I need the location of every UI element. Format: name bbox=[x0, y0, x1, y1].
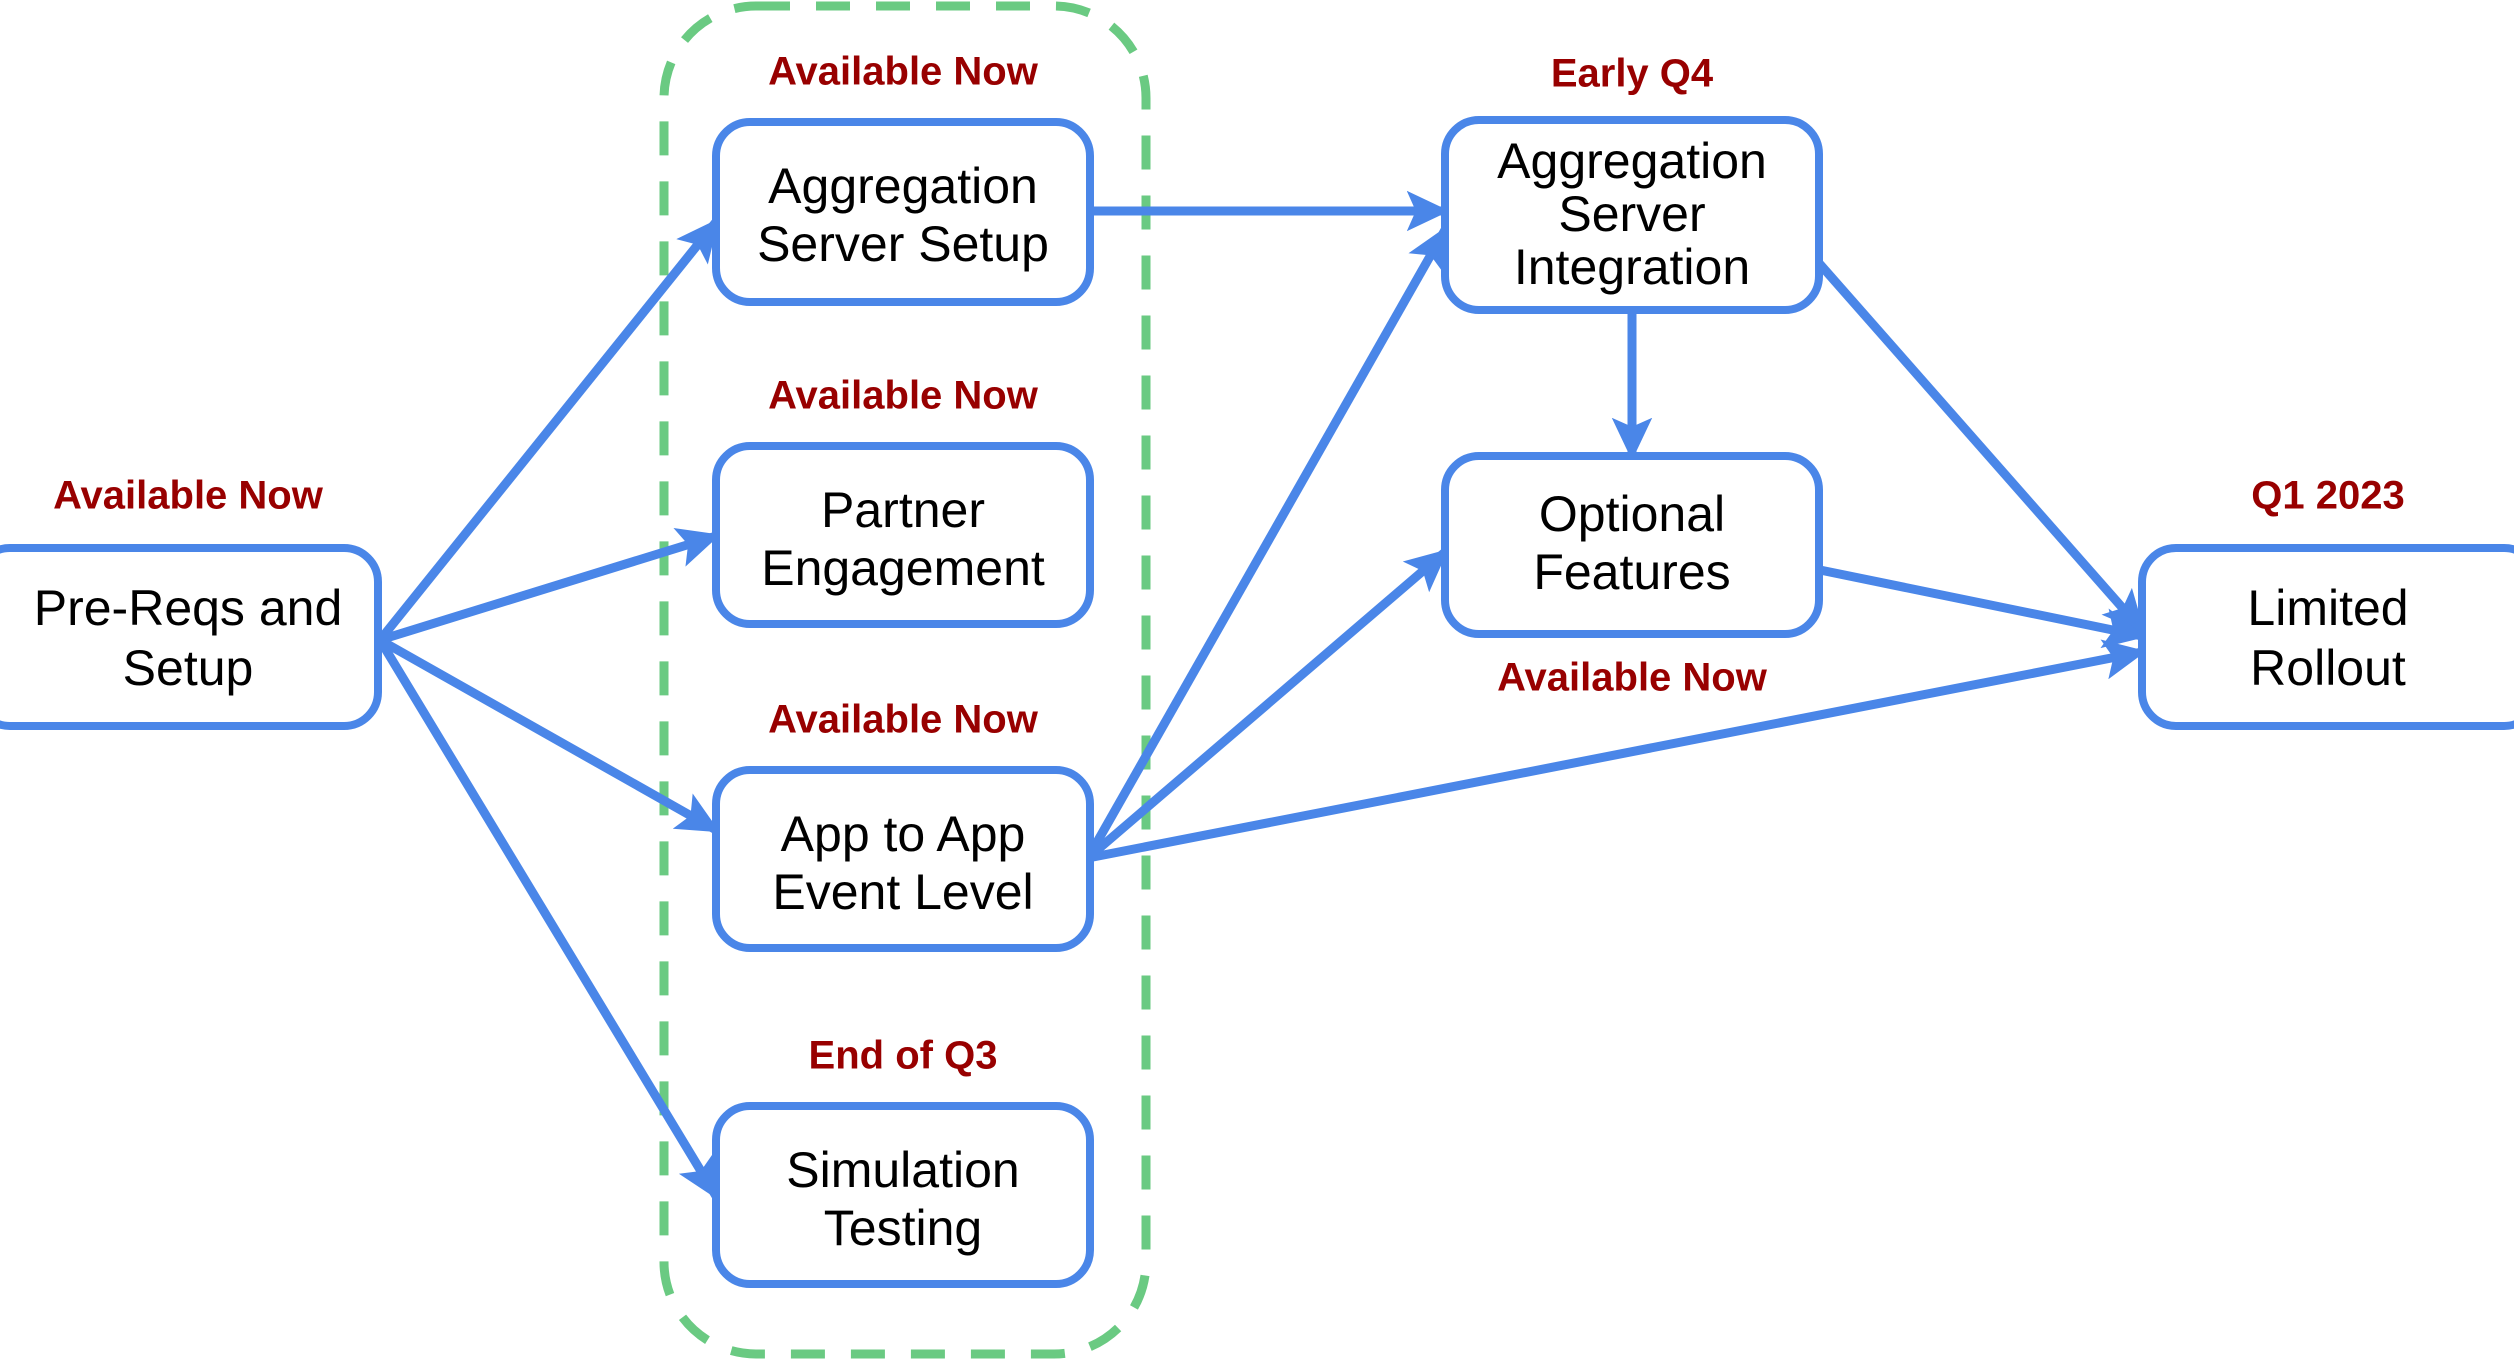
node-box-limited-rollout[interactable] bbox=[2138, 544, 2514, 730]
node-label-optional-features-line1: Optional bbox=[1539, 486, 1725, 542]
status-label-app-to-app-event-level: Available Now bbox=[768, 698, 1039, 742]
node-box-aggregation-server-integration[interactable] bbox=[1441, 116, 1823, 314]
node-optional-features[interactable]: Available Now Optional Features bbox=[1441, 452, 1823, 700]
node-label-app-to-app-event-level-line1: App to App bbox=[781, 806, 1026, 862]
node-label-optional-features-line2: Features bbox=[1533, 544, 1730, 600]
node-pre-reqs[interactable]: Available Now Pre-Reqs and Setup bbox=[0, 474, 382, 730]
node-box-partner-engagement[interactable] bbox=[712, 442, 1094, 628]
node-box-pre-reqs[interactable] bbox=[0, 544, 382, 730]
node-label-aggregation-server-integration-line2: Server bbox=[1558, 186, 1705, 242]
node-label-aggregation-server-integration-line1: Aggregation bbox=[1497, 133, 1767, 189]
edge-pre-reqs-to-aggregation-server-setup bbox=[376, 218, 720, 643]
edge-pre-reqs-to-app-to-app-event-level bbox=[377, 636, 720, 834]
edge-app-to-app-event-level-to-aggregation-server-integration bbox=[1084, 226, 1449, 861]
node-label-app-to-app-event-level-line2: Event Level bbox=[772, 864, 1033, 920]
node-aggregation-server-integration[interactable]: Early Q4 Aggregation Server Integration bbox=[1441, 52, 1823, 314]
node-box-simulation-testing[interactable] bbox=[712, 1102, 1094, 1288]
node-box-aggregation-server-setup[interactable] bbox=[712, 118, 1094, 306]
node-simulation-testing[interactable]: End of Q3 Simulation Testing bbox=[712, 1034, 1094, 1288]
node-label-pre-reqs-line1: Pre-Reqs and bbox=[34, 580, 343, 636]
node-label-aggregation-server-integration-line3: Integration bbox=[1514, 239, 1750, 295]
node-label-partner-engagement-line1: Partner bbox=[821, 482, 985, 538]
node-aggregation-server-setup[interactable]: Available Now Aggregation Server Setup bbox=[712, 50, 1094, 306]
node-label-aggregation-server-setup-line2: Server Setup bbox=[757, 216, 1049, 272]
edge-aggregation-server-integration-to-limited-rollout bbox=[1814, 259, 2146, 634]
status-label-pre-reqs: Available Now bbox=[53, 474, 324, 518]
node-box-optional-features[interactable] bbox=[1441, 452, 1823, 638]
node-label-aggregation-server-setup-line1: Aggregation bbox=[768, 158, 1038, 214]
node-label-simulation-testing-line1: Simulation bbox=[786, 1142, 1019, 1198]
node-partner-engagement[interactable]: Available Now Partner Engagement bbox=[712, 374, 1094, 628]
node-limited-rollout[interactable]: Q1 2023 Limited Rollout bbox=[2138, 474, 2514, 730]
edge-layer bbox=[376, 190, 2147, 1200]
status-label-simulation-testing: End of Q3 bbox=[809, 1034, 998, 1078]
edge-optional-features-to-limited-rollout bbox=[1819, 565, 2147, 649]
node-label-partner-engagement-line2: Engagement bbox=[761, 540, 1045, 596]
edge-app-to-app-event-level-to-limited-rollout bbox=[1087, 639, 2147, 863]
status-label-optional-features: Available Now bbox=[1497, 656, 1768, 700]
node-label-limited-rollout-line1: Limited bbox=[2247, 580, 2408, 636]
status-label-partner-engagement: Available Now bbox=[768, 374, 1039, 418]
node-app-to-app-event-level[interactable]: Available Now App to App Event Level bbox=[712, 698, 1094, 952]
node-label-simulation-testing-line2: Testing bbox=[824, 1200, 982, 1256]
status-label-limited-rollout: Q1 2023 bbox=[2251, 474, 2404, 518]
edge-pre-reqs-to-simulation-testing bbox=[376, 637, 720, 1200]
edge-pre-reqs-to-partner-engagement bbox=[378, 527, 721, 645]
dashed-group-container bbox=[659, 1, 1151, 1359]
edge-app-to-app-event-level-to-optional-features bbox=[1085, 548, 1449, 862]
status-label-aggregation-server-integration: Early Q4 bbox=[1551, 52, 1714, 96]
node-label-limited-rollout-line2: Rollout bbox=[2250, 640, 2406, 696]
status-label-aggregation-server-setup: Available Now bbox=[768, 50, 1039, 94]
node-box-app-to-app-event-level[interactable] bbox=[712, 766, 1094, 952]
node-label-pre-reqs-line2: Setup bbox=[123, 640, 254, 696]
